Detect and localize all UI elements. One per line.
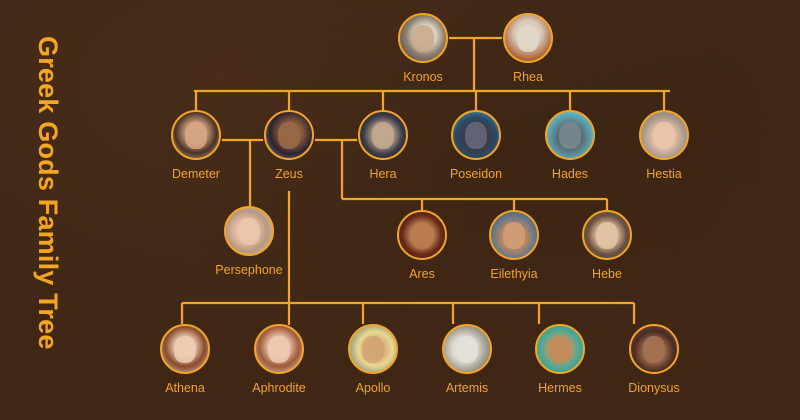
node-rhea[interactable]: Rhea	[483, 13, 573, 84]
node-hera[interactable]: Hera	[338, 110, 428, 181]
portrait-bearded-man-grapes-icon	[629, 324, 679, 374]
node-label: Poseidon	[449, 167, 503, 181]
node-label: Aphrodite	[252, 381, 306, 395]
portrait-marble-bust-woman-icon	[503, 13, 553, 63]
node-label: Demeter	[172, 167, 220, 181]
portrait-man-halo-icon	[348, 324, 398, 374]
portrait-crowned-woman-icon	[358, 110, 408, 160]
node-label: Hera	[369, 167, 397, 181]
node-label: Ares	[409, 267, 435, 281]
portrait-bearded-man-lightning-icon	[264, 110, 314, 160]
node-label: Persephone	[215, 263, 283, 277]
portrait-marble-statue-woman-icon	[442, 324, 492, 374]
portrait-warrior-helmet-icon	[397, 210, 447, 260]
portrait-woman-jeweled-icon	[171, 110, 221, 160]
node-label: Zeus	[275, 167, 303, 181]
node-label: Hebe	[592, 267, 622, 281]
node-apollo[interactable]: Apollo	[328, 324, 418, 395]
node-kronos[interactable]: Kronos	[378, 13, 468, 84]
portrait-old-bearded-man-icon	[398, 13, 448, 63]
node-dionysus[interactable]: Dionysus	[609, 324, 699, 395]
node-label: Hermes	[538, 381, 582, 395]
node-demeter[interactable]: Demeter	[151, 110, 241, 181]
portrait-bearded-man-watery-icon	[545, 110, 595, 160]
portrait-bearded-man-sea-icon	[451, 110, 501, 160]
portrait-woman-curly-hair-icon	[582, 210, 632, 260]
node-hebe[interactable]: Hebe	[562, 210, 652, 281]
node-hades[interactable]: Hades	[525, 110, 615, 181]
node-hermes[interactable]: Hermes	[515, 324, 605, 395]
portrait-winged-helmet-icon	[535, 324, 585, 374]
portrait-woman-standing-icon	[489, 210, 539, 260]
node-poseidon[interactable]: Poseidon	[431, 110, 521, 181]
node-athena[interactable]: Athena	[140, 324, 230, 395]
portrait-woman-auburn-hair-icon	[160, 324, 210, 374]
node-label: Hades	[551, 167, 589, 181]
node-artemis[interactable]: Artemis	[422, 324, 512, 395]
node-ares[interactable]: Ares	[377, 210, 467, 281]
node-label: Rhea	[513, 70, 543, 84]
node-label: Athena	[165, 381, 205, 395]
portrait-woman-powdered-wig-icon	[639, 110, 689, 160]
node-label: Kronos	[403, 70, 443, 84]
node-label: Eilethyia	[490, 267, 538, 281]
node-persephone[interactable]: Persephone	[204, 206, 294, 277]
node-label: Hestia	[646, 167, 682, 181]
node-hestia[interactable]: Hestia	[619, 110, 709, 181]
node-eilethyia[interactable]: Eilethyia	[469, 210, 559, 281]
portrait-woman-red-hair-icon	[254, 324, 304, 374]
node-label: Artemis	[445, 381, 489, 395]
page-title: Greek Gods Family Tree	[33, 36, 63, 350]
portrait-woman-flower-crown-icon	[224, 206, 274, 256]
node-aphrodite[interactable]: Aphrodite	[234, 324, 324, 395]
node-label: Apollo	[355, 381, 391, 395]
node-label: Dionysus	[628, 381, 680, 395]
node-zeus[interactable]: Zeus	[244, 110, 334, 181]
